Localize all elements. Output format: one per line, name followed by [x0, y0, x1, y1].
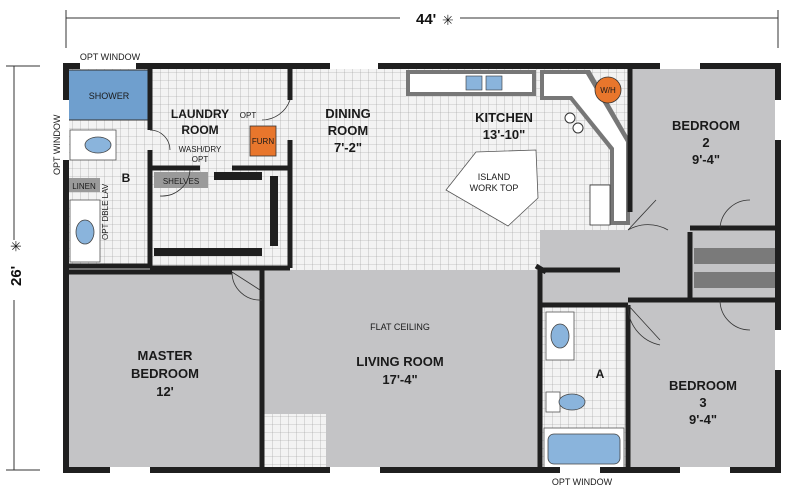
dining-label: DINING	[325, 106, 371, 121]
depth-dimension: 26'	[8, 266, 25, 286]
dining-room-label: ROOM	[328, 123, 368, 138]
opt-dble-lav-label: OPT DBLE LAV	[101, 183, 110, 240]
living-room-size: 17'-4"	[382, 372, 417, 387]
island-label: ISLAND	[478, 172, 511, 182]
dining-size: 7'-2"	[334, 140, 362, 155]
opt-window-bottom-label: OPT WINDOW	[552, 477, 613, 487]
furnace	[249, 125, 277, 157]
bath-a-sink	[550, 323, 570, 349]
laundry-label: LAUNDRY	[171, 107, 229, 121]
sink	[75, 219, 95, 245]
linen-label: LINEN	[72, 182, 96, 191]
island-worktop	[445, 149, 539, 227]
opt-window-top-label: OPT WINDOW	[80, 52, 141, 62]
wh-label: W/H	[600, 86, 616, 95]
exterior-walls	[63, 63, 781, 473]
bath-b-label: B	[122, 171, 131, 185]
bedroom3-number: 3	[699, 395, 706, 410]
bedroom2-label: BEDROOM	[672, 118, 740, 133]
bath-a-toilet	[558, 393, 586, 411]
interior-walls	[66, 66, 778, 470]
furn-label: FURN	[252, 137, 274, 146]
closet-shelf-1	[694, 248, 778, 264]
linen-closet	[68, 178, 100, 192]
island-worktop-label: WORK TOP	[470, 183, 519, 193]
depth-asterisk-icon: ✳	[8, 240, 24, 252]
bedroom2-number: 2	[702, 135, 709, 150]
wash-dry-label: WASH/DRY	[179, 145, 222, 154]
bath-a-label: A	[596, 367, 605, 381]
laundry-opt-label: OPT	[240, 111, 257, 120]
water-heater	[594, 76, 622, 104]
shelves-label: SHELVES	[163, 177, 199, 186]
laundry-room-label: ROOM	[181, 123, 218, 137]
width-asterisk-icon: ✳	[442, 12, 454, 28]
bath-a-tank	[545, 391, 561, 413]
partition-blocks	[154, 172, 278, 256]
bathtub-basin	[547, 433, 621, 465]
kitchen-label: KITCHEN	[475, 110, 533, 125]
width-dimension: 44'	[416, 11, 436, 28]
master-label: MASTER	[138, 348, 194, 363]
door-swings	[149, 99, 751, 346]
bedroom2-size: 9'-4"	[692, 152, 720, 167]
opt-window-left-label: OPT WINDOW	[52, 114, 62, 175]
flat-ceiling-label: FLAT CEILING	[370, 322, 430, 332]
living-room-label: LIVING ROOM	[356, 354, 443, 369]
shelves-block	[154, 172, 208, 188]
dimension-lines	[6, 10, 779, 471]
kitchen-size: 13'-10"	[483, 127, 526, 142]
closet-shelf-2	[694, 272, 778, 288]
kitchen-counters	[406, 70, 630, 226]
windows	[63, 63, 781, 473]
bedroom3-label: BEDROOM	[669, 378, 737, 393]
shower-label: SHOWER	[89, 91, 130, 101]
shower	[67, 69, 151, 121]
toilet	[84, 136, 112, 154]
wash-dry-opt-label: OPT	[192, 155, 209, 164]
master-size: 12'	[156, 384, 174, 399]
bedroom3-size: 9'-4"	[689, 412, 717, 427]
master-bedroom-label: BEDROOM	[131, 366, 199, 381]
